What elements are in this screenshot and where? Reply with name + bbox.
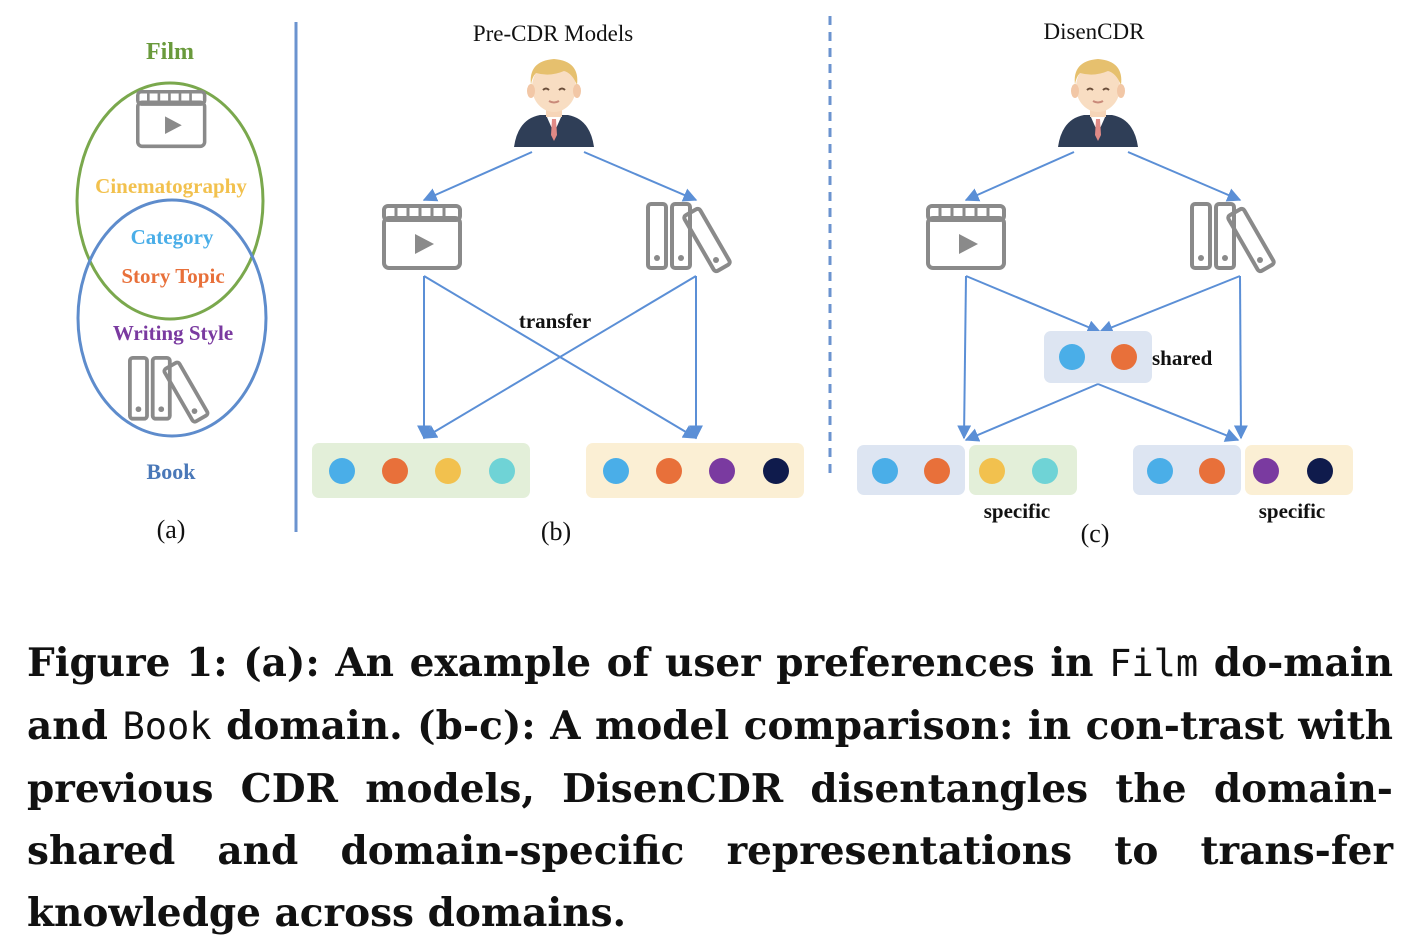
embedding-dot xyxy=(1253,458,1279,484)
embedding-dot xyxy=(709,458,735,484)
embedding-dot xyxy=(1032,458,1058,484)
embedding-dot xyxy=(382,458,408,484)
book-domain-ellipse xyxy=(76,198,268,438)
book-icon xyxy=(127,355,211,425)
embedding-dot xyxy=(489,458,515,484)
caption-book-term: Book xyxy=(122,705,212,748)
caption-film-term: Film xyxy=(1109,642,1199,685)
book-embedding-box xyxy=(586,443,804,498)
film-icon xyxy=(382,204,462,270)
embedding-dot xyxy=(435,458,461,484)
category-label: Category xyxy=(131,225,214,249)
panel-c-title: DisenCDR xyxy=(1044,19,1146,44)
embedding-dot xyxy=(1111,344,1137,370)
film-domain-ellipse xyxy=(75,81,265,321)
book-icon xyxy=(1190,202,1277,275)
shared-label: shared xyxy=(1152,346,1213,370)
embedding-dot xyxy=(763,458,789,484)
embedding-dot xyxy=(1059,344,1085,370)
figure-diagram: Film Cinematography Category Story Topic… xyxy=(75,16,1353,548)
book-label: Book xyxy=(147,459,197,484)
panel-b-title: Pre-CDR Models xyxy=(473,21,633,46)
writing-style-label: Writing Style xyxy=(113,321,233,345)
caption-mid: do-main and xyxy=(27,640,1393,749)
user-icon xyxy=(1057,58,1139,148)
embedding-dot xyxy=(329,458,355,484)
shared-embedding-box xyxy=(1044,331,1152,383)
specific-label-right: specific xyxy=(1259,499,1325,523)
embedding-dot xyxy=(1199,458,1225,484)
story-topic-label: Story Topic xyxy=(121,264,224,288)
embedding-dot xyxy=(872,458,898,484)
panel-b-label: (b) xyxy=(541,517,571,546)
embedding-dot xyxy=(979,458,1005,484)
user-icon xyxy=(513,58,595,148)
book-icon xyxy=(646,202,733,275)
figure-caption: Figure 1: (a): An example of user prefer… xyxy=(27,632,1393,944)
panel-c-label: (c) xyxy=(1081,519,1110,548)
caption-prefix: Figure 1: (a): An example of user prefer… xyxy=(27,640,1110,686)
panel-a-label: (a) xyxy=(157,515,186,544)
panel-c: DisenCDR shared specific specific (c) xyxy=(857,19,1353,548)
panel-b: Pre-CDR Models transfer (b) xyxy=(312,21,804,546)
cinematography-label: Cinematography xyxy=(95,174,247,198)
embedding-dot xyxy=(603,458,629,484)
transfer-label: transfer xyxy=(519,309,591,333)
specific-label-left: specific xyxy=(984,499,1050,523)
caption-rest: domain. (b-c): A model comparison: in co… xyxy=(27,703,1393,936)
film-icon xyxy=(135,90,207,149)
film-embedding-box xyxy=(312,443,530,498)
embedding-dot xyxy=(656,458,682,484)
embedding-dot xyxy=(1147,458,1173,484)
embedding-dot xyxy=(1307,458,1333,484)
film-icon xyxy=(926,204,1006,270)
embedding-dot xyxy=(924,458,950,484)
panel-a: Film Cinematography Category Story Topic… xyxy=(75,39,268,544)
film-label: Film xyxy=(146,39,194,65)
